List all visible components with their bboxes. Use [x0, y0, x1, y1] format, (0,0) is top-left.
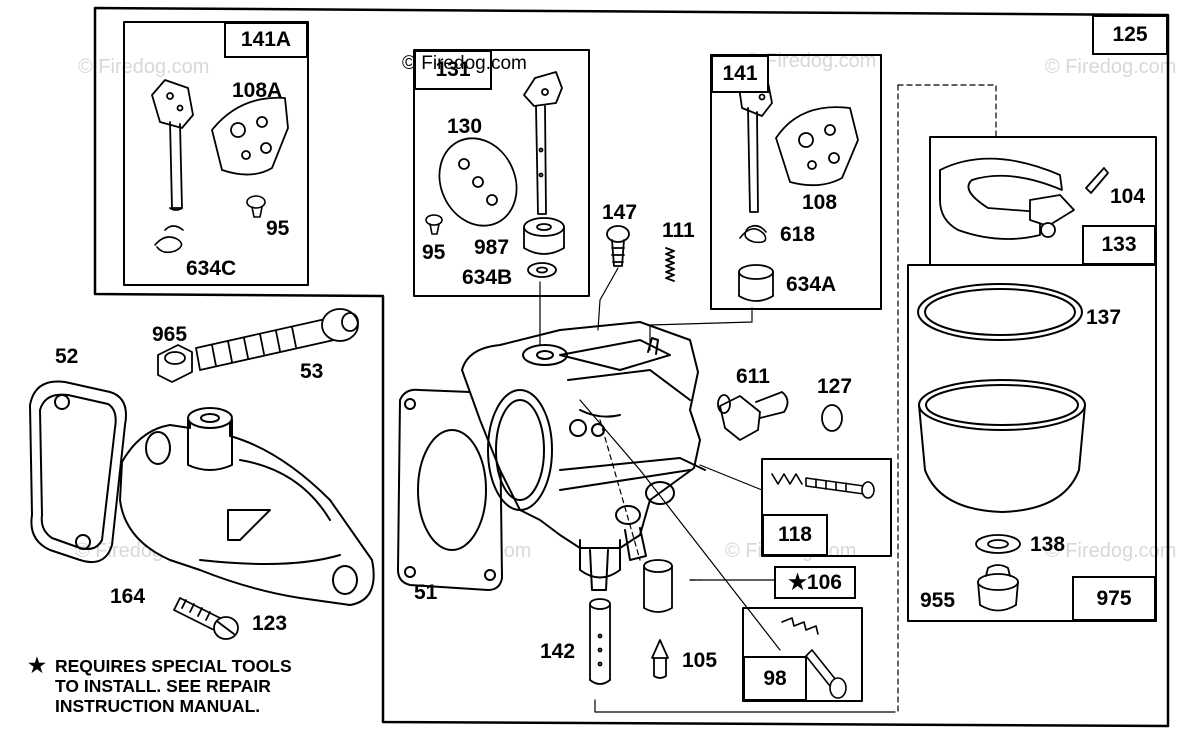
callout-box-131: 131: [414, 50, 492, 90]
screw-95b: [425, 214, 443, 235]
needle-valve-105: [651, 639, 669, 679]
float-104-133: [939, 157, 1109, 240]
washer-138: [975, 534, 1021, 554]
dashed-leaders: [599, 84, 997, 713]
outer-frame: [93, 6, 1170, 728]
part-label-95: 95: [422, 241, 446, 264]
tube-142: [589, 598, 611, 685]
callout-box-118: 118: [762, 514, 828, 556]
note-text: REQUIRES SPECIAL TOOLS TO INSTALL. SEE R…: [55, 656, 292, 716]
part-label-123: 123: [252, 612, 288, 635]
part-label-108: 108: [802, 191, 838, 214]
part-label-164: 164: [110, 585, 146, 608]
gasket-52: [29, 380, 127, 564]
watermark: © Firedog.com: [1045, 540, 1177, 562]
screw-95a: [246, 195, 266, 218]
watermark: © Firedog.com: [1045, 56, 1177, 78]
gasket-51: [397, 388, 503, 591]
part-label-127: 127: [817, 375, 853, 398]
special-tool-icon: ★: [788, 571, 807, 594]
part-label-137: 137: [1086, 306, 1122, 329]
note-line: REQUIRES SPECIAL TOOLS: [55, 656, 292, 676]
part-label-634A: 634A: [786, 273, 837, 296]
leader-lines: [539, 267, 896, 713]
watermark: © Firedog.com: [78, 56, 210, 78]
frame-131: [413, 49, 590, 297]
note-line: INSTRUCTION MANUAL.: [55, 696, 261, 716]
part-label-138: 138: [1030, 533, 1066, 556]
gasket-137: [917, 283, 1083, 341]
star-icon: ★: [28, 655, 46, 677]
part-label-104: 104: [1110, 185, 1146, 208]
seal-987: [523, 217, 565, 255]
bowl-nut-955: [977, 564, 1019, 612]
callout-box-125: 125: [1092, 15, 1168, 55]
part-label-955: 955: [920, 589, 956, 612]
part-label-147: 147: [602, 201, 638, 224]
part-label-111: 111: [662, 219, 695, 242]
part-label-142: 142: [540, 640, 576, 663]
throttle-shaft-141A: [151, 79, 194, 211]
washer-634B: [527, 262, 557, 278]
throttle-plate-108: [775, 106, 859, 187]
screw-147: [606, 225, 630, 267]
part-label-52: 52: [55, 345, 79, 368]
screw-98: [781, 617, 847, 699]
part-label-130: 130: [447, 115, 483, 138]
part-label-634B: 634B: [462, 266, 513, 289]
part-label-95: 95: [266, 217, 290, 240]
fuel-fitting-53: [195, 308, 359, 371]
seal-634A: [738, 264, 774, 302]
elbow-611: [717, 391, 789, 441]
choke-shaft-131: [523, 71, 563, 215]
callout-label-106: 106: [806, 570, 842, 594]
callout-box-106: ★106: [774, 566, 856, 599]
nut-965: [157, 344, 193, 383]
note-line: TO INSTALL. SEE REPAIR: [55, 676, 271, 696]
seat-106: [643, 559, 673, 613]
spring-111: [665, 247, 675, 282]
part-label-53: 53: [300, 360, 324, 383]
carburetor-body: [461, 321, 706, 591]
manifold-164: [119, 407, 375, 606]
choke-plate-130: [438, 137, 518, 227]
throttle-plate-108A: [211, 96, 289, 176]
part-label-51: 51: [414, 581, 438, 604]
part-label-108A: 108A: [232, 79, 283, 102]
part-label-987: 987: [474, 236, 510, 259]
frame-975: [907, 264, 1157, 622]
callout-box-975: 975: [1072, 576, 1156, 621]
callout-box-133: 133: [1082, 225, 1156, 265]
part-label-105: 105: [682, 649, 718, 672]
callout-box-98: 98: [743, 656, 807, 701]
spring-618: [739, 224, 767, 244]
frame-141A: [123, 21, 309, 286]
plug-127: [821, 404, 843, 432]
frame-141: [710, 54, 882, 310]
screw-123: [173, 597, 239, 640]
part-label-965: 965: [152, 323, 188, 346]
spring-634C: [154, 225, 184, 254]
needle-118: [771, 473, 875, 499]
part-label-618: 618: [780, 223, 816, 246]
callout-box-141A: 141A: [224, 22, 308, 58]
frame-98: [742, 607, 863, 702]
frame-118: [761, 458, 892, 557]
bowl-975: [918, 379, 1086, 513]
part-label-611: 611: [736, 365, 770, 388]
part-label-634C: 634C: [186, 257, 237, 280]
header-watermark: © Firedog.com: [402, 53, 527, 74]
callout-box-141: 141: [711, 55, 769, 93]
